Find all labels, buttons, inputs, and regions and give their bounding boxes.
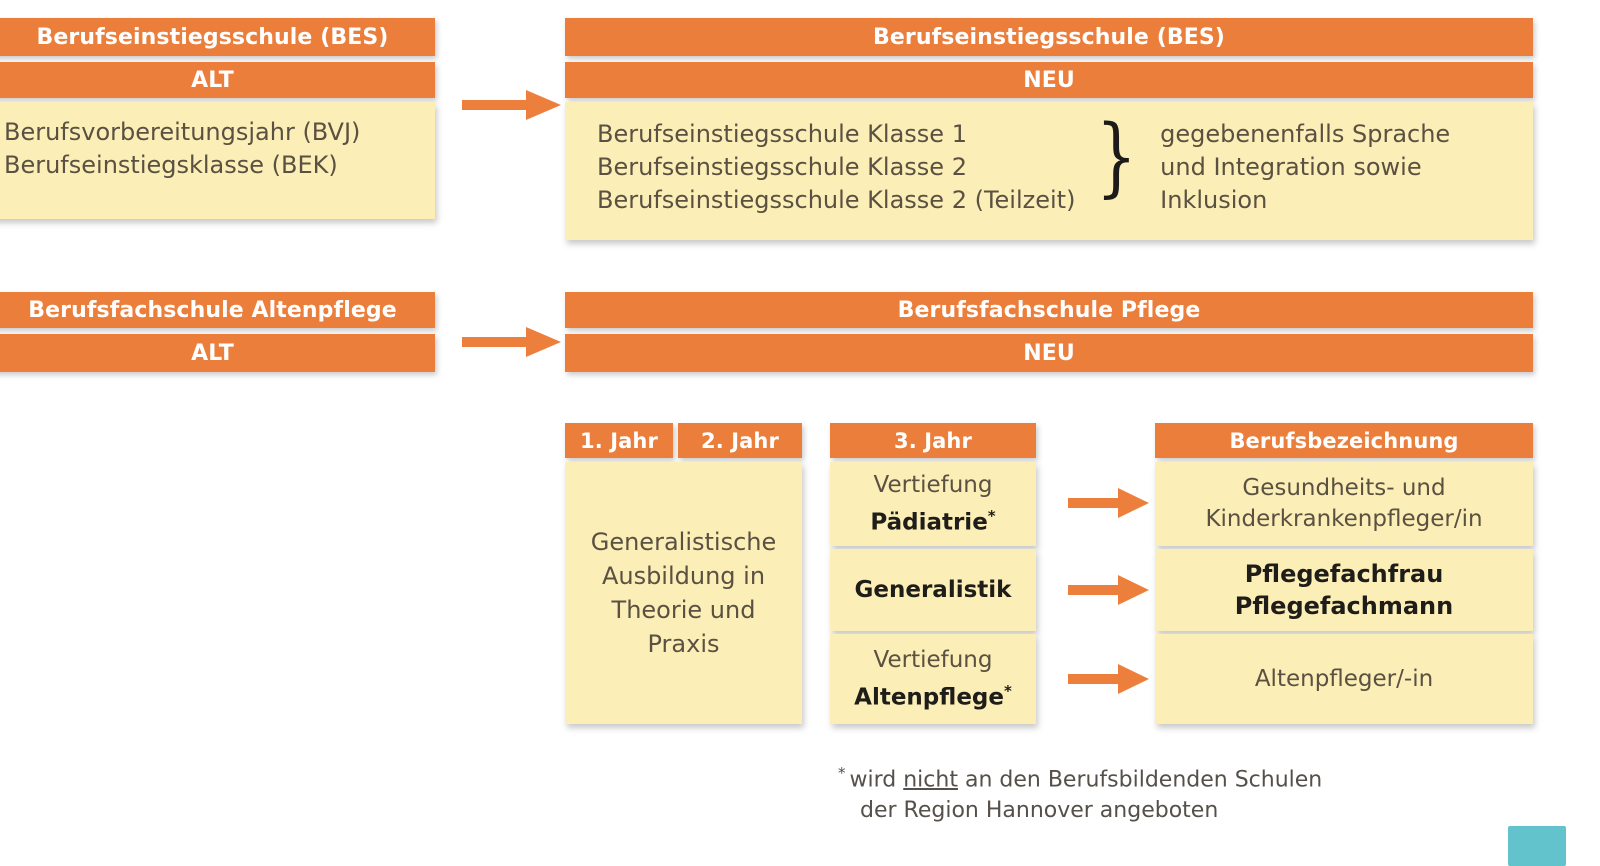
year-3-prefix: Vertiefung xyxy=(873,471,993,498)
bes-new-note-line: gegebenenfalls Sprache xyxy=(1160,120,1451,148)
bes-new-subtitle-bar: NEU xyxy=(565,62,1533,98)
job-title-line: Pflegefachmann xyxy=(1234,592,1454,620)
page-corner-tag xyxy=(1508,826,1566,866)
year-3-prefix: Vertiefung xyxy=(873,646,993,673)
footnote-line-1: *wird nicht an den Berufsbildenden Schul… xyxy=(838,758,1458,795)
footnote-marker-icon: * xyxy=(987,506,996,525)
year-3-label-text: Generalistik xyxy=(854,576,1012,603)
year-3-cell-altenpflege: Vertiefung Altenpflege* xyxy=(830,634,1036,724)
job-title-cell-pflegefach: Pflegefachfrau Pflegefachmann xyxy=(1155,549,1533,631)
year-3-label-text: Pädiatrie xyxy=(870,509,988,536)
year-body-line: Praxis xyxy=(647,630,720,658)
arrow-right-icon xyxy=(462,90,561,120)
job-title-cell-altenpflege: Altenpfleger/-in xyxy=(1155,634,1533,724)
pflege-new-title-bar: Berufsfachschule Pflege xyxy=(565,292,1533,328)
year-body-line: Ausbildung in xyxy=(601,562,766,590)
bes-new-body: Berufseinstiegsschule Klasse 1 Berufsein… xyxy=(565,102,1533,240)
year-3-label: Altenpflege* xyxy=(854,676,1012,714)
footnote-emphasis: nicht xyxy=(903,767,958,793)
pflege-old-subtitle-bar: ALT xyxy=(0,334,435,372)
bes-new-note-line: und Integration sowie xyxy=(1160,153,1422,181)
year-body-line: Generalistische xyxy=(590,528,777,556)
bes-old-subtitle-bar: ALT xyxy=(0,62,435,98)
curly-brace-icon: } xyxy=(1096,107,1138,207)
arrow-right-icon xyxy=(1068,488,1149,518)
footnote-part2: an den Berufsbildenden Schulen xyxy=(957,767,1323,793)
job-title-line: Kinderkrankenpfleger/in xyxy=(1205,506,1483,532)
year-3-cell-paediatrie: Vertiefung Pädiatrie* xyxy=(830,462,1036,546)
footnote-marker-icon: * xyxy=(838,764,846,782)
bes-new-item: Berufseinstiegsschule Klasse 2 (Teilzeit… xyxy=(597,186,1076,214)
bes-new-class-list: Berufseinstiegsschule Klasse 1 Berufsein… xyxy=(597,118,1075,217)
pflege-new-subtitle-bar: NEU xyxy=(565,334,1533,372)
footnote-part1: wird xyxy=(849,767,904,793)
bes-new-title-bar: Berufseinstiegsschule (BES) xyxy=(565,18,1533,56)
footnote: *wird nicht an den Berufsbildenden Schul… xyxy=(838,758,1458,826)
year-3-label-text: Altenpflege xyxy=(854,684,1004,711)
bes-old-title-bar: Berufseinstiegsschule (BES) xyxy=(0,18,435,56)
bes-old-body: Berufsvorbereitungsjahr (BVJ) Berufseins… xyxy=(0,102,435,219)
year-3-cell-generalistik: Generalistik xyxy=(830,549,1036,631)
arrow-right-icon xyxy=(462,327,561,357)
pflege-old-title-bar: Berufsfachschule Altenpflege xyxy=(0,292,435,328)
bes-old-item: Berufsvorbereitungsjahr (BVJ) xyxy=(4,118,361,146)
job-title-line: Gesundheits- und xyxy=(1242,475,1446,501)
bes-old-item: Berufseinstiegsklasse (BEK) xyxy=(4,151,338,179)
bes-new-note-line: Inklusion xyxy=(1160,186,1268,214)
arrow-right-icon xyxy=(1068,575,1149,605)
year-1-2-body: Generalistische Ausbildung in Theorie un… xyxy=(565,462,802,724)
year-3-header: 3. Jahr xyxy=(830,423,1036,458)
footnote-line-2: der Region Hannover angeboten xyxy=(860,798,1219,824)
year-3-label: Generalistik xyxy=(855,575,1012,606)
year-2-header: 2. Jahr xyxy=(678,423,802,458)
bes-new-note: gegebenenfalls Sprache und Integration s… xyxy=(1160,118,1450,217)
arrow-right-icon xyxy=(1068,664,1149,694)
year-1-header: 1. Jahr xyxy=(565,423,673,458)
bes-new-item: Berufseinstiegsschule Klasse 1 xyxy=(597,120,967,148)
job-title-header: Berufsbezeichnung xyxy=(1155,423,1533,458)
year-body-line: Theorie und xyxy=(611,596,756,624)
bes-new-item: Berufseinstiegsschule Klasse 2 xyxy=(597,153,967,181)
year-3-label: Pädiatrie* xyxy=(870,501,995,539)
job-title-cell-kinderkrankenpflege: Gesundheits- und Kinderkrankenpfleger/in xyxy=(1155,462,1533,546)
footnote-marker-icon: * xyxy=(1003,681,1012,700)
job-title-line: Pflegefachfrau xyxy=(1244,560,1444,588)
job-title-line: Altenpfleger/-in xyxy=(1254,665,1434,692)
